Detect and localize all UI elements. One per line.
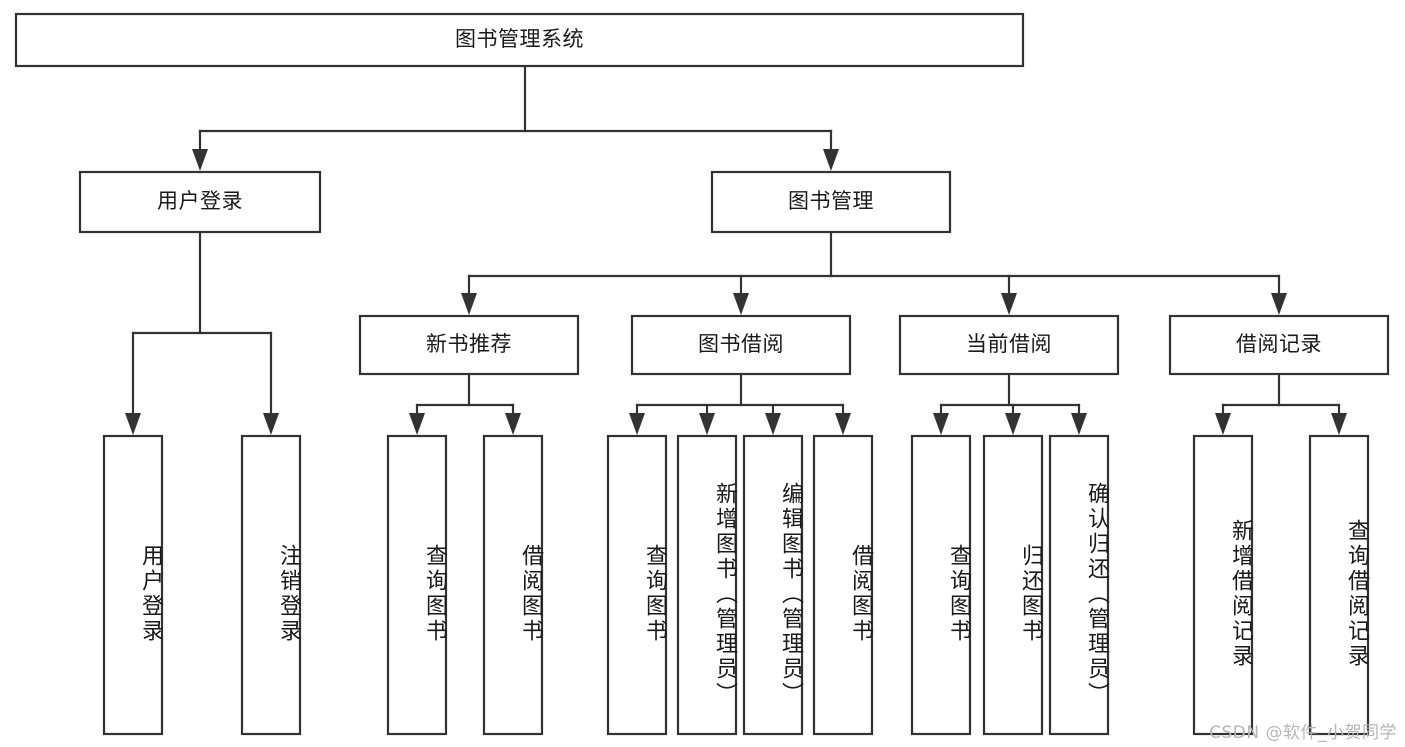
arrow-head-icon xyxy=(823,149,839,171)
arrow-head-icon xyxy=(1071,413,1087,435)
node-box-user-login[interactable] xyxy=(78,170,322,234)
arrow-head-icon xyxy=(765,413,781,435)
arrow-head-icon xyxy=(699,413,715,435)
arrow-head-icon xyxy=(461,293,477,315)
connector-bookmanage-to-kids xyxy=(461,230,1287,315)
arrow-head-icon xyxy=(835,413,851,435)
connector-br-to-kids xyxy=(1215,372,1347,435)
node-box-book-borrow[interactable] xyxy=(630,314,852,376)
arrow-head-icon xyxy=(125,413,141,435)
node-box-bb-edit-book[interactable] xyxy=(742,434,804,736)
node-box-borrow-record[interactable] xyxy=(1168,314,1390,376)
node-box-cb-return-book[interactable] xyxy=(982,434,1044,736)
watermark: CSDN @软件_小贺同学 xyxy=(1209,723,1397,743)
arrow-head-icon xyxy=(192,149,208,171)
arrow-head-icon xyxy=(1215,413,1231,435)
arrow-head-icon xyxy=(1271,293,1287,315)
arrow-head-icon xyxy=(1005,413,1021,435)
node-box-bb-borrow-book[interactable] xyxy=(812,434,874,736)
arrow-head-icon xyxy=(933,413,949,435)
connector-layer xyxy=(125,64,1347,435)
node-box-bb-query-book[interactable] xyxy=(606,434,668,736)
node-box-cb-confirm-return[interactable] xyxy=(1048,434,1110,736)
connector-cb-to-kids xyxy=(933,372,1087,435)
node-box-user-logout[interactable] xyxy=(240,434,302,736)
node-box-book-manage[interactable] xyxy=(710,170,952,234)
connector-nbr-to-kids xyxy=(409,372,521,435)
node-box-user-login-do[interactable] xyxy=(102,434,164,736)
node-box-br-add-record[interactable] xyxy=(1192,434,1254,736)
node-box-nbr-query-book[interactable] xyxy=(386,434,448,736)
arrow-head-icon xyxy=(1001,293,1017,315)
node-box-cb-query-book[interactable] xyxy=(910,434,972,736)
arrow-head-icon xyxy=(733,293,749,315)
arrow-head-icon xyxy=(263,413,279,435)
node-box-current-borrow[interactable] xyxy=(898,314,1120,376)
node-box-br-query-record[interactable] xyxy=(1308,434,1370,736)
arrow-head-icon xyxy=(1331,413,1347,435)
arrow-head-icon xyxy=(629,413,645,435)
node-box-nbr-borrow-book[interactable] xyxy=(482,434,544,736)
node-box-bb-add-book[interactable] xyxy=(676,434,738,736)
node-box-new-book-rec[interactable] xyxy=(358,314,580,376)
node-box-root[interactable] xyxy=(14,12,1025,68)
arrow-head-icon xyxy=(409,413,425,435)
connector-bb-to-kids xyxy=(629,372,851,435)
connector-user-login-to-kids xyxy=(125,230,279,435)
arrow-head-icon xyxy=(505,413,521,435)
node-box-layer xyxy=(14,12,1390,736)
connector-root-to-level2 xyxy=(192,64,839,171)
